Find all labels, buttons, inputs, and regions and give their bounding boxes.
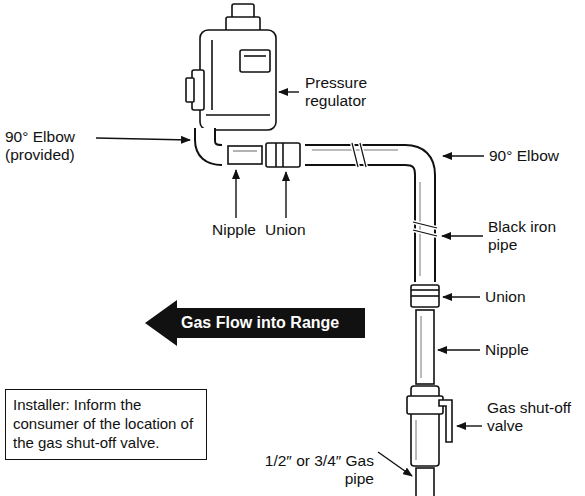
nipple-pipe	[228, 146, 262, 164]
note-box: Installer: Inform the consumer of the lo…	[5, 389, 207, 460]
part-label: Nipple	[212, 221, 256, 239]
part-label: 90° Elbow (provided)	[5, 128, 105, 164]
part-label: Black iron pipe	[488, 218, 568, 254]
part-label: 1/2″ or 3/4″ Gas pipe	[262, 452, 374, 488]
nipple-pipe	[416, 310, 434, 384]
elbow-provided	[205, 128, 222, 155]
flow-text: Gas Flow into Range	[145, 300, 351, 346]
note-text: Installer: Inform the consumer of the lo…	[13, 395, 199, 452]
union-fitting	[411, 285, 439, 307]
part-label: 90° Elbow	[489, 147, 559, 165]
union-fitting	[266, 143, 300, 167]
part-label: Union	[265, 221, 306, 239]
shut-off-valve	[407, 386, 452, 466]
gas-pipe	[416, 468, 434, 496]
pressure-regulator	[186, 4, 276, 130]
black-iron-pipe	[305, 143, 437, 282]
part-label: Pressure regulator	[305, 74, 400, 110]
flow-arrow: Gas Flow into Range	[145, 300, 365, 346]
part-label: Gas shut-off valve	[487, 399, 579, 435]
part-label: Union	[485, 288, 526, 306]
part-label: Nipple	[485, 341, 529, 359]
